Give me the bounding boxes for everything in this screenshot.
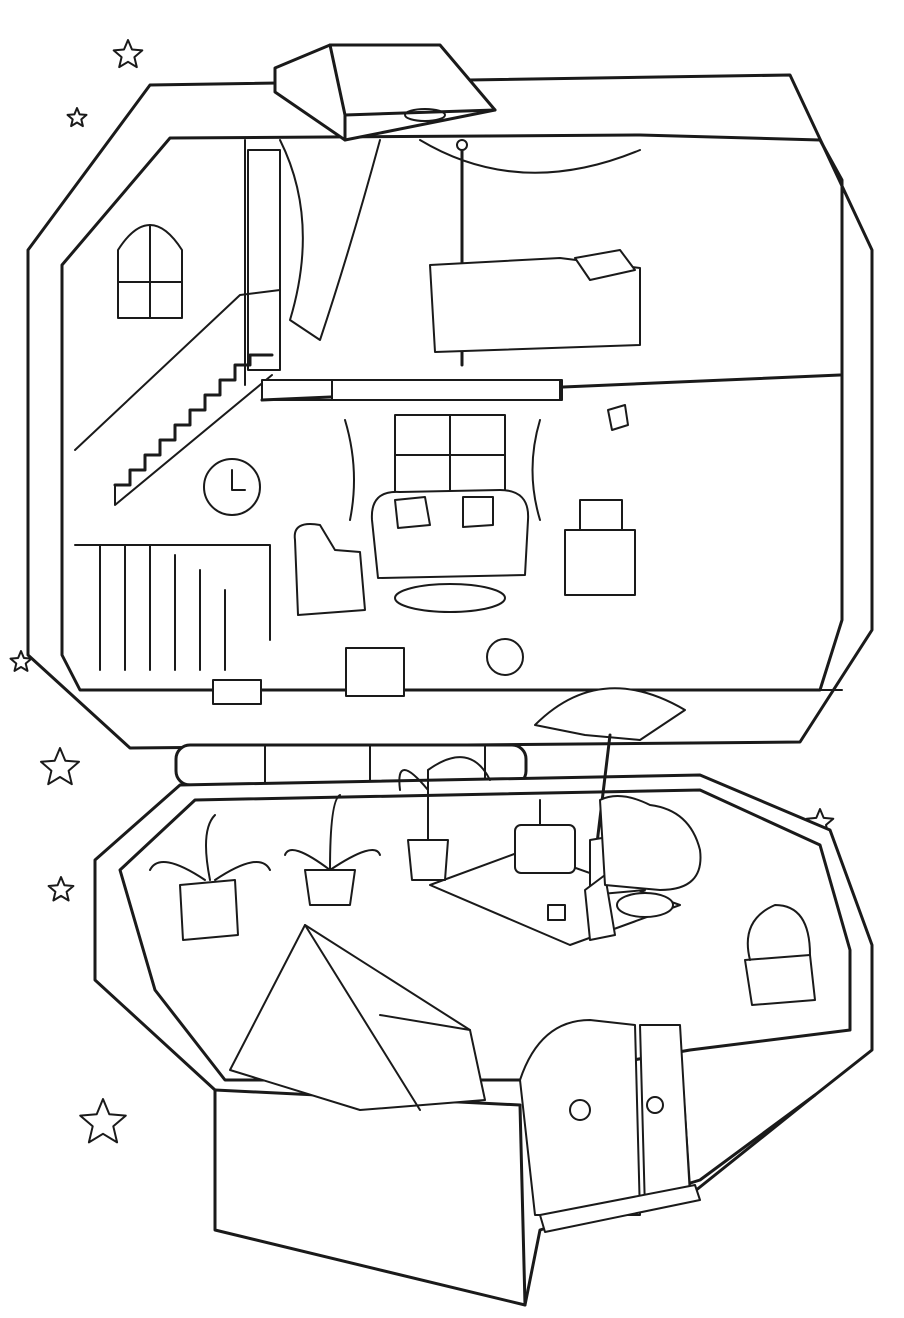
garden (149, 687, 816, 1111)
radio (514, 824, 576, 874)
star-icon (40, 747, 80, 786)
wainscot (74, 544, 271, 641)
lid-round-button (486, 638, 524, 676)
lid-slot-left (212, 679, 262, 705)
door-porthole-2 (646, 1096, 664, 1114)
plant-pot-3 (407, 839, 449, 881)
hinge (174, 743, 528, 787)
umbrella (534, 687, 686, 741)
star-icon (79, 1098, 127, 1144)
bush (599, 795, 702, 891)
pillow (574, 249, 636, 281)
cushion-left (394, 496, 431, 529)
cushion-right (462, 496, 494, 528)
plant-left-leaves (149, 814, 271, 881)
sun-hat (616, 892, 674, 918)
wall-slats (99, 544, 226, 671)
tent-flap (304, 924, 471, 1111)
tent (229, 924, 486, 1111)
stair-rail (74, 289, 281, 451)
bed (429, 257, 641, 353)
plant-pot-right (744, 954, 816, 1006)
house-interior (74, 139, 842, 671)
star-icon (112, 39, 144, 69)
picnic-blanket (429, 849, 681, 946)
star-icon (66, 107, 88, 128)
wall-lamp (607, 404, 629, 431)
door-open-leaf (639, 1024, 691, 1211)
curtain-left (279, 139, 381, 341)
staircase (113, 353, 274, 487)
bottle (584, 874, 616, 941)
armchair (293, 523, 366, 616)
mantel-shelf (331, 379, 561, 401)
rug (394, 583, 506, 613)
door-upstairs (247, 149, 281, 371)
compact-base (93, 773, 874, 1307)
plant-pot-left (179, 879, 239, 941)
door-porthole (569, 1099, 591, 1121)
roof-piece (273, 43, 497, 142)
compact-lid (26, 73, 874, 750)
star-icon (47, 876, 75, 902)
bed-canopy-curtain (419, 139, 641, 174)
lid-slot-center (345, 647, 405, 697)
cup (547, 904, 566, 921)
tv-cabinet (564, 529, 636, 596)
plant-pot-2 (304, 869, 356, 906)
star-icon (9, 650, 33, 672)
living-curtains (344, 419, 541, 521)
doorstep (539, 1184, 701, 1233)
